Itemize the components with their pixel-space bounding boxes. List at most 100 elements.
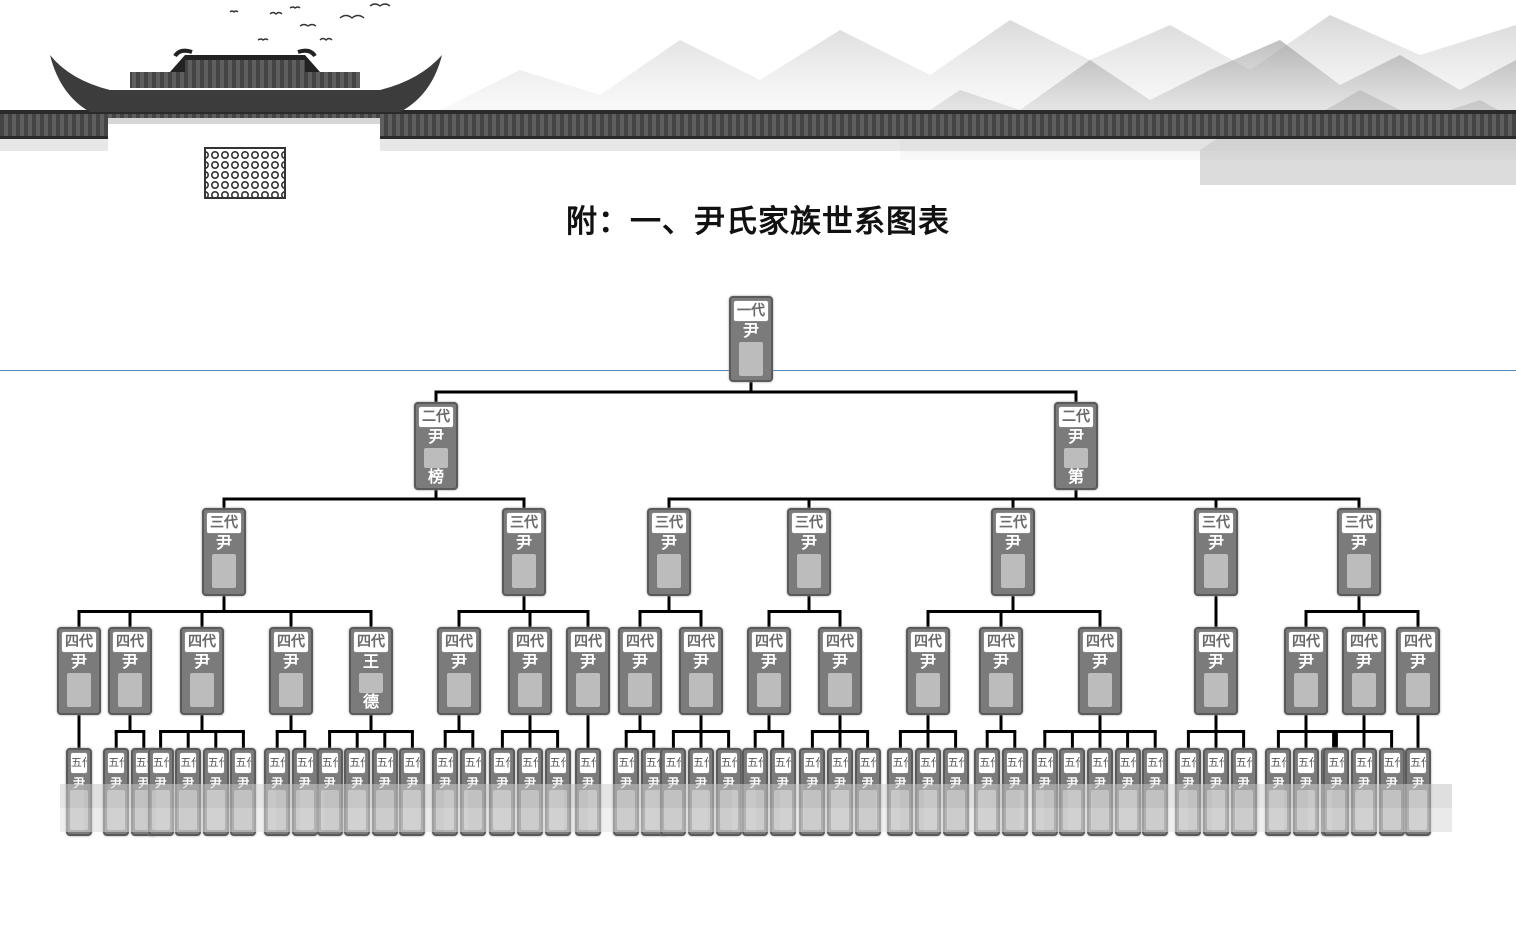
- person-node-gen5[interactable]: 五代尹: [1142, 748, 1169, 836]
- person-node-gen5[interactable]: 五代尹: [1265, 748, 1292, 836]
- person-node-gen5[interactable]: 五代尹: [1351, 748, 1377, 836]
- person-node-gen4[interactable]: 四代尹: [618, 627, 662, 715]
- person-node-gen4[interactable]: 四代尹: [818, 627, 862, 715]
- person-node-gen3[interactable]: 三代尹: [647, 508, 691, 596]
- person-node-gen5[interactable]: 五代尹: [799, 748, 826, 836]
- person-node-gen3[interactable]: 三代尹: [991, 508, 1035, 596]
- person-node-gen3[interactable]: 三代尹: [787, 508, 831, 596]
- generation-label: 二代: [1058, 406, 1094, 428]
- person-node-gen5[interactable]: 五代尹: [942, 748, 969, 836]
- generation-label: 五代: [803, 752, 822, 774]
- person-node-gen5[interactable]: 五代尹: [575, 748, 601, 836]
- person-node-gen5[interactable]: 五代尹: [544, 748, 571, 836]
- person-node-gen4[interactable]: 四代尹: [57, 627, 101, 715]
- person-node-gen5[interactable]: 五代尹: [915, 748, 941, 836]
- person-node-gen5[interactable]: 五代尹: [175, 748, 202, 836]
- person-node-gen2[interactable]: 二代尹第: [1054, 402, 1098, 490]
- person-node-gen5[interactable]: 五代尹: [660, 748, 687, 836]
- person-node-gen4[interactable]: 四代尹: [1284, 627, 1328, 715]
- person-node-gen4[interactable]: 四代尹: [1078, 627, 1122, 715]
- obscured-name-block: [463, 790, 482, 830]
- person-node-gen5[interactable]: 五代尹: [1203, 748, 1229, 836]
- person-node-gen5[interactable]: 五代尹: [1031, 748, 1058, 836]
- generation-label: 五代: [1355, 752, 1373, 774]
- person-node-gen5[interactable]: 五代尹: [974, 748, 1001, 836]
- person-node-gen5[interactable]: 五代尹: [715, 748, 742, 836]
- person-node-gen4[interactable]: 四代尹: [906, 627, 950, 715]
- person-node-gen5[interactable]: 五代尹: [827, 748, 853, 836]
- person-node-gen5[interactable]: 五代尹: [1378, 748, 1405, 836]
- generation-label: 五代: [320, 752, 339, 774]
- person-node-gen5[interactable]: 五代尹: [230, 748, 257, 836]
- person-node-gen5[interactable]: 五代尹: [432, 748, 459, 836]
- obscured-name-block: [1207, 790, 1225, 830]
- person-node-gen5[interactable]: 五代尹: [399, 748, 426, 836]
- generation-label: 五代: [1118, 752, 1137, 774]
- person-node-gen5[interactable]: 五代尹: [517, 748, 543, 836]
- person-node-gen4[interactable]: 四代尹: [1194, 627, 1238, 715]
- person-node-gen5[interactable]: 五代尹: [769, 748, 796, 836]
- person-node-gen5[interactable]: 五代尹: [1230, 748, 1257, 836]
- person-node-gen3[interactable]: 三代尹: [1337, 508, 1381, 596]
- generation-label: 五代: [664, 752, 683, 774]
- generation-label: 五代: [548, 752, 567, 774]
- obscured-name-block: [548, 790, 567, 830]
- person-node-gen5[interactable]: 五代尹: [1001, 748, 1028, 836]
- person-node-gen5[interactable]: 五代尹: [854, 748, 881, 836]
- obscured-name-block: [946, 790, 965, 830]
- obscured-name-block: [403, 790, 422, 830]
- generation-label: 五代: [295, 752, 314, 774]
- person-node-gen4[interactable]: 四代尹: [1396, 627, 1440, 715]
- person-node-gen5[interactable]: 五代尹: [1114, 748, 1141, 836]
- generation-label: 四代: [1082, 631, 1118, 653]
- person-node-gen1[interactable]: 一代尹: [729, 296, 773, 382]
- person-node-gen5[interactable]: 五代尹: [1405, 748, 1431, 836]
- person-node-gen3[interactable]: 三代尹: [202, 508, 246, 596]
- generation-label: 四代: [184, 631, 220, 653]
- obscured-name-block: [1347, 554, 1371, 588]
- person-node-gen5[interactable]: 五代尹: [1293, 748, 1319, 836]
- person-node-gen5[interactable]: 五代尹: [264, 748, 291, 836]
- person-node-gen5[interactable]: 五代尹: [344, 748, 371, 836]
- person-node-gen5[interactable]: 五代尹: [316, 748, 343, 836]
- person-node-gen5[interactable]: 五代尹: [459, 748, 486, 836]
- generation-label: 五代: [919, 752, 937, 774]
- person-node-gen5[interactable]: 五代尹: [489, 748, 516, 836]
- obscured-name-block: [1204, 554, 1228, 588]
- person-node-gen4[interactable]: 四代尹: [679, 627, 723, 715]
- person-node-gen4[interactable]: 四代尹: [747, 627, 791, 715]
- person-node-gen5[interactable]: 五代尹: [1323, 748, 1350, 836]
- person-node-gen4[interactable]: 四代尹: [979, 627, 1023, 715]
- person-node-gen5[interactable]: 五代尹: [66, 748, 92, 836]
- person-node-gen4[interactable]: 四代尹: [180, 627, 224, 715]
- person-node-gen4[interactable]: 四代尹: [437, 627, 481, 715]
- person-node-gen3[interactable]: 三代尹: [1194, 508, 1238, 596]
- person-node-gen5[interactable]: 五代尹: [202, 748, 229, 836]
- person-node-gen5[interactable]: 五代尹: [688, 748, 714, 836]
- person-node-gen4[interactable]: 四代尹: [508, 627, 552, 715]
- person-node-gen5[interactable]: 五代尹: [1175, 748, 1202, 836]
- person-node-gen4[interactable]: 四代王德: [349, 627, 393, 715]
- person-node-gen5[interactable]: 五代尹: [1059, 748, 1086, 836]
- obscured-name-block: [1088, 673, 1112, 707]
- person-node-gen5[interactable]: 五代尹: [103, 748, 130, 836]
- obscured-name-block: [576, 673, 600, 707]
- person-name: 尹: [1297, 653, 1314, 671]
- person-node-gen3[interactable]: 三代尹: [502, 508, 546, 596]
- person-node-gen5[interactable]: 五代尹: [742, 748, 769, 836]
- person-node-gen5[interactable]: 五代尹: [1087, 748, 1113, 836]
- person-node-gen5[interactable]: 五代尹: [887, 748, 914, 836]
- obscured-name-block: [320, 790, 339, 830]
- person-node-gen5[interactable]: 五代尹: [147, 748, 174, 836]
- person-node-gen2[interactable]: 二代尹榜: [414, 402, 458, 490]
- person-node-gen4[interactable]: 四代尹: [566, 627, 610, 715]
- generation-label: 五代: [773, 752, 792, 774]
- person-node-gen4[interactable]: 四代尹: [1342, 627, 1386, 715]
- person-node-gen4[interactable]: 四代尹: [108, 627, 152, 715]
- person-node-gen5[interactable]: 五代尹: [291, 748, 318, 836]
- obscured-name-block: [179, 790, 198, 830]
- person-node-gen5[interactable]: 五代尹: [613, 748, 640, 836]
- person-node-gen5[interactable]: 五代尹: [371, 748, 398, 836]
- person-node-gen4[interactable]: 四代尹: [269, 627, 313, 715]
- obscured-name-block: [1327, 790, 1346, 830]
